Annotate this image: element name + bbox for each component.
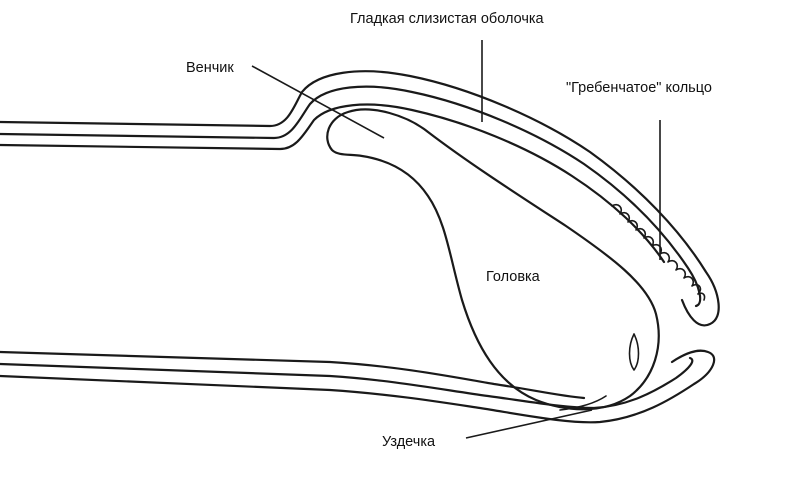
- meatus-mark: [628, 333, 640, 371]
- frenulum-fold: [559, 395, 607, 411]
- lower-outer-layer: [0, 349, 716, 424]
- upper-foreskin-layers: [0, 70, 720, 327]
- glans-shape: [326, 108, 660, 411]
- lower-middle-layer: [0, 356, 694, 410]
- label-smooth-mucosa: Гладкая слизистая оболочка: [350, 11, 545, 27]
- upper-middle-layer: [0, 85, 702, 308]
- leader-lines: [251, 40, 661, 439]
- label-glans: Головка: [486, 269, 541, 285]
- upper-inner-layer: [0, 103, 666, 264]
- label-comb-ring: "Гребенчатое" кольцо: [566, 80, 712, 96]
- upper-outer-layer: [0, 70, 720, 327]
- leader-corona: [251, 65, 385, 139]
- lower-foreskin-layers: [0, 349, 716, 424]
- label-frenulum: Уздечка: [382, 434, 436, 450]
- label-corona: Венчик: [186, 60, 234, 76]
- lower-inner-layer: [0, 350, 586, 400]
- leader-frenulum: [465, 409, 593, 439]
